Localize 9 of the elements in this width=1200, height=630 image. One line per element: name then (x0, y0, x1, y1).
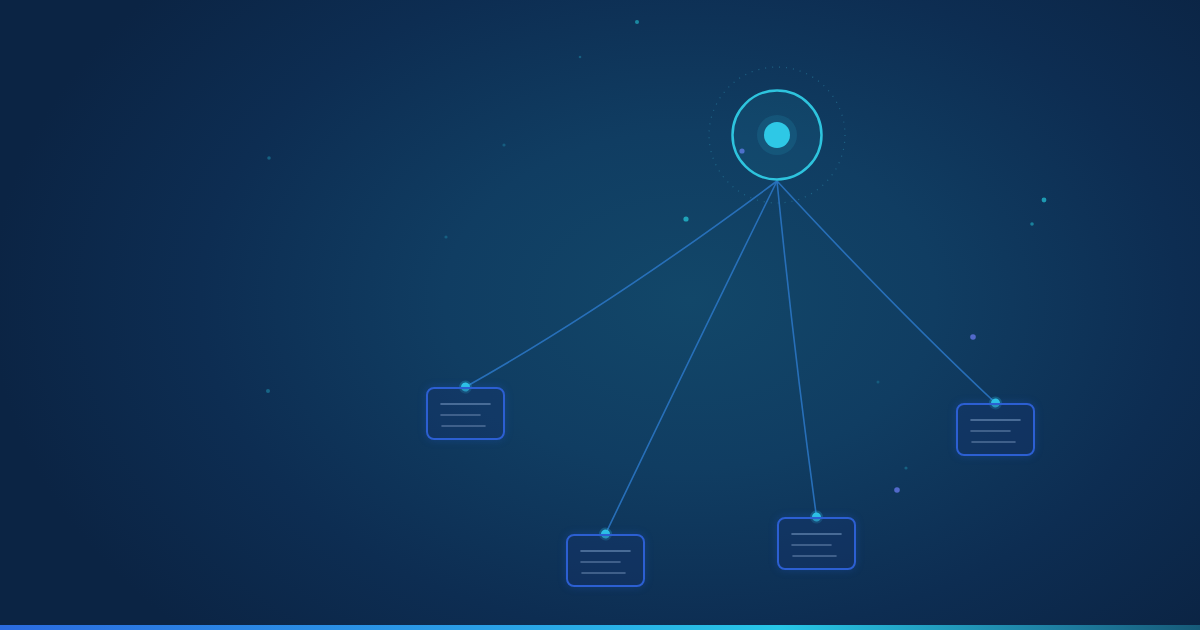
connector-line (776, 180, 823, 524)
card (426, 387, 505, 440)
card (566, 534, 645, 587)
card (956, 403, 1035, 456)
card (777, 517, 856, 570)
connector-line (776, 180, 1002, 410)
connector-line (459, 180, 778, 394)
hub-circle (731, 89, 823, 181)
connector-line (599, 180, 778, 541)
